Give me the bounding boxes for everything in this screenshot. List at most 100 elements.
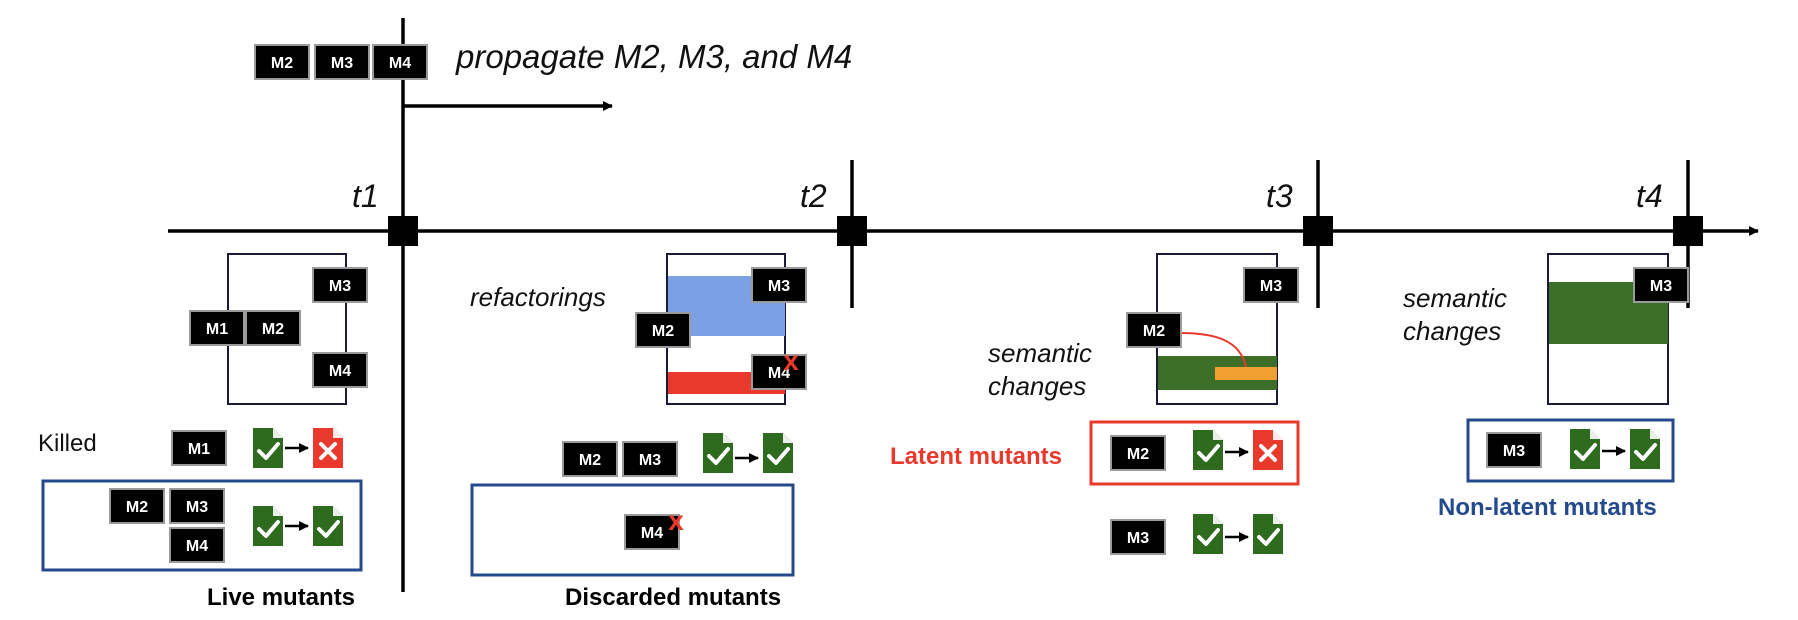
- test-pass-icon: [1191, 428, 1225, 472]
- test-pass-icon: [311, 504, 345, 548]
- test-transition-m2-m3: [701, 431, 795, 475]
- semantic-changes-label-4: semantic changes: [1403, 283, 1507, 346]
- mutant-m2: M2: [254, 44, 310, 80]
- live-mutants-label: Live mutants: [207, 584, 355, 611]
- discarded-mutants-box: [470, 483, 795, 577]
- svg-text:M3: M3: [1260, 278, 1282, 295]
- svg-text:M1: M1: [188, 441, 210, 458]
- svg-text:M4: M4: [641, 525, 663, 542]
- mutant-m4: M4: [372, 44, 428, 80]
- mutant-m2: M2: [245, 310, 301, 346]
- mutant-m4: M4: [169, 527, 225, 563]
- test-pass-icon: [1568, 427, 1602, 471]
- semantic-changes-label-3: semantic changes: [988, 338, 1092, 401]
- svg-text:M3: M3: [329, 278, 351, 295]
- time-label-t3: t3: [1266, 178, 1293, 214]
- svg-text:M3: M3: [768, 278, 790, 295]
- test-pass-icon: [251, 426, 285, 470]
- test-pass-icon: [761, 431, 795, 475]
- semantic-changes-line-2: changes: [988, 371, 1086, 401]
- semantic-changes-line-1: semantic: [988, 338, 1092, 368]
- svg-text:M3: M3: [331, 55, 353, 72]
- semantic-changes-line-2: changes: [1403, 316, 1501, 346]
- mutant-m1: M1: [171, 430, 227, 466]
- discard-mark: x: [783, 345, 799, 376]
- test-pass-icon: [1251, 512, 1285, 556]
- svg-text:M3: M3: [639, 452, 661, 469]
- latent-mutants-label: Latent mutants: [890, 443, 1062, 470]
- live-mutants-group: M2 M3 M4 Live mutants: [41, 479, 363, 611]
- discarded-mutants-label: Discarded mutants: [565, 584, 781, 611]
- svg-text:M2: M2: [126, 499, 148, 516]
- discarded-mutants-group: M4 x Discarded mutants: [470, 483, 795, 611]
- mutant-m3: M3: [314, 44, 370, 80]
- refactorings-label: refactorings: [470, 282, 606, 312]
- mutant-m3: M3: [1243, 267, 1299, 303]
- time-label-t2: t2: [800, 178, 827, 214]
- mutant-m3: M3: [751, 267, 807, 303]
- semantic-changes-line-1: semantic: [1403, 283, 1507, 313]
- program-version-1: M3 M1 M2 M4: [189, 253, 368, 405]
- svg-text:M2: M2: [652, 323, 674, 340]
- test-transition-m3: [1191, 512, 1285, 556]
- svg-text:M4: M4: [389, 55, 411, 72]
- mutant-m2: M2: [1126, 312, 1182, 348]
- svg-text:M4: M4: [329, 363, 351, 380]
- svg-text:M2: M2: [262, 321, 284, 338]
- test-pass-icon: [1191, 512, 1225, 556]
- propagate-label: propagate M2, M3, and M4: [455, 38, 852, 75]
- mutant-m4: M4: [312, 352, 368, 388]
- mutant-m3: M3: [169, 488, 225, 524]
- program-version-3: M3 M2: [1126, 253, 1299, 405]
- mutant-m3: M3: [1486, 432, 1542, 468]
- mutant-m2: M2: [1110, 435, 1166, 471]
- svg-text:M4: M4: [186, 538, 208, 555]
- t3-marker: [1303, 216, 1333, 246]
- discard-mark: x: [668, 505, 684, 536]
- svg-text:M2: M2: [579, 452, 601, 469]
- mutant-m3: M3: [312, 267, 368, 303]
- svg-text:M2: M2: [1143, 323, 1165, 340]
- test-pass-icon: [701, 431, 735, 475]
- time-label-t1: t1: [352, 178, 379, 214]
- non-latent-mutants-box: [1466, 418, 1675, 483]
- svg-text:M1: M1: [206, 321, 228, 338]
- mutant-m3: M3: [1633, 267, 1689, 303]
- propagate-header: M2 M3 M4 propagate M2, M3, and M4: [254, 38, 852, 111]
- test-pass-icon: [251, 504, 285, 548]
- mutant-m2: M2: [635, 312, 691, 348]
- mutant-m1: M1: [189, 310, 245, 346]
- svg-text:M3: M3: [1503, 443, 1525, 460]
- mutant-m2: M2: [109, 488, 165, 524]
- non-latent-mutants-label: Non-latent mutants: [1438, 494, 1657, 521]
- live-mutants-box: [41, 479, 363, 572]
- affected-region: [1215, 367, 1277, 380]
- killed-label: Killed: [38, 430, 97, 457]
- test-pass-icon: [1628, 427, 1662, 471]
- mutant-m3: M3: [622, 441, 678, 477]
- test-fail-icon: [311, 426, 345, 470]
- program-version-2: M3 M2 M4 x: [635, 253, 807, 405]
- mutant-m4: M4: [751, 354, 807, 390]
- mutant-m3: M3: [1110, 519, 1166, 555]
- mutant-m2: M2: [562, 441, 618, 477]
- test-transition-m1: [251, 426, 345, 470]
- dependency-link: [1179, 332, 1247, 368]
- svg-text:M4: M4: [768, 365, 790, 382]
- mutant-m4: M4: [624, 514, 680, 550]
- svg-text:M2: M2: [1127, 446, 1149, 463]
- svg-text:M2: M2: [271, 55, 293, 72]
- test-fail-icon: [1251, 428, 1285, 472]
- latent-mutants-box: [1089, 420, 1300, 486]
- svg-text:M3: M3: [1650, 278, 1672, 295]
- non-latent-mutants-group: M3 Non-latent mutants: [1438, 418, 1675, 521]
- t2-marker: [837, 216, 867, 246]
- program-version-4: M3: [1547, 253, 1689, 405]
- t1-marker: [388, 216, 418, 246]
- t4-marker: [1673, 216, 1703, 246]
- time-label-t4: t4: [1636, 178, 1663, 214]
- latent-mutants-group: Latent mutants M2: [890, 420, 1300, 486]
- svg-text:M3: M3: [186, 499, 208, 516]
